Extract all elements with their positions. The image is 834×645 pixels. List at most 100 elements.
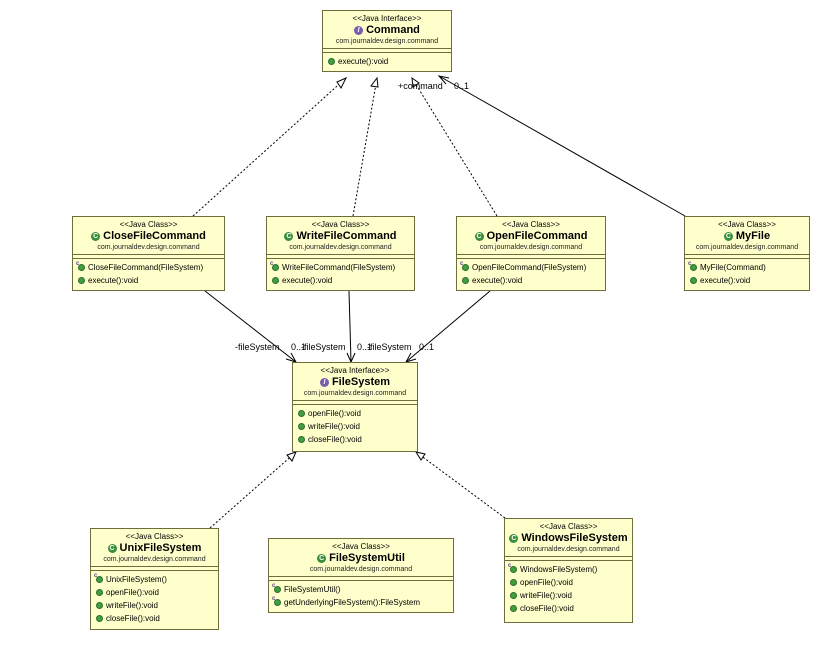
operation-item: WriteFileCommand(FileSystem) — [270, 258, 411, 274]
public-method-icon — [462, 277, 469, 284]
operation-item: openFile():void — [510, 576, 629, 589]
constructor-icon — [94, 570, 103, 583]
operation-item: WindowsFileSystem() — [508, 560, 629, 576]
operation-item: execute():void — [78, 274, 221, 287]
public-method-icon — [96, 615, 103, 622]
stereotype-label: <<Java Class>> — [119, 220, 178, 229]
association-openfilecommand-filesystem — [405, 290, 491, 363]
package-label: com.journaldev.design.command — [335, 38, 439, 45]
class-icon: C — [509, 534, 519, 543]
stereotype-label: <<Java Class>> — [311, 220, 370, 229]
operation-item: closeFile():void — [96, 612, 215, 625]
operation-item: UnixFileSystem() — [94, 570, 215, 586]
realization-openfilecommand-command — [411, 77, 498, 217]
realization-writefilecommand-command — [352, 77, 378, 217]
edge-label-command-role: +command — [398, 81, 443, 91]
static-method-icon — [272, 593, 281, 606]
operation-item: execute():void — [462, 274, 602, 287]
operation-item: openFile():void — [298, 407, 414, 420]
package-label: com.journaldev.design.command — [303, 390, 407, 397]
attributes-compartment — [323, 49, 451, 53]
edge-label-close-mult: 0..1 — [291, 342, 306, 352]
operations-compartment: UnixFileSystem() openFile():void writeFi… — [91, 570, 218, 627]
operation-item: closeFile():void — [298, 433, 414, 446]
realization-windowsfilesystem-filesystem — [415, 451, 506, 519]
operations-compartment: FileSystemUtil() getUnderlyingFileSystem… — [269, 580, 453, 611]
operations-compartment: WindowsFileSystem() openFile():void writ… — [505, 560, 632, 617]
package-label: com.journaldev.design.command — [309, 566, 413, 573]
class-icon: C — [723, 232, 733, 241]
attributes-compartment — [269, 577, 453, 581]
constructor-icon — [460, 258, 469, 271]
public-method-icon — [690, 277, 697, 284]
realization-arrowhead — [411, 76, 420, 88]
operations-compartment: openFile():void writeFile():void closeFi… — [293, 405, 417, 448]
public-method-icon — [272, 277, 279, 284]
realization-arrowhead — [336, 76, 348, 89]
public-method-icon — [328, 58, 335, 65]
operations-compartment: execute():void — [323, 53, 451, 70]
operations-compartment: OpenFileCommand(FileSystem) execute():vo… — [457, 258, 605, 289]
edge-label-open-role: -fileSystem — [367, 342, 412, 352]
public-method-icon — [78, 277, 85, 284]
association-myfile-command — [438, 75, 686, 217]
public-method-icon — [298, 436, 305, 443]
realization-arrowhead — [286, 451, 297, 462]
class-icon: C — [91, 232, 101, 241]
stereotype-label: <<Java Interface>> — [352, 14, 422, 23]
edge-label-write-role: -fileSystem — [301, 342, 346, 352]
package-label: com.journaldev.design.command — [97, 244, 200, 251]
edge-label-open-mult: 0..1 — [419, 342, 434, 352]
operations-compartment: CloseFileCommand(FileSystem) execute():v… — [73, 258, 224, 289]
operation-item: getUnderlyingFileSystem():FileSystem — [272, 593, 450, 609]
public-method-icon — [96, 589, 103, 596]
operations-compartment: WriteFileCommand(FileSystem) execute():v… — [267, 258, 414, 289]
operation-item: OpenFileCommand(FileSystem) — [460, 258, 602, 274]
operation-item: MyFile(Command) — [688, 258, 806, 274]
public-method-icon — [96, 602, 103, 609]
operation-item: execute():void — [690, 274, 806, 287]
edge-label-command-mult: 0..1 — [454, 81, 469, 91]
operation-item: writeFile():void — [510, 589, 629, 602]
stereotype-label: <<Java Class>> — [539, 522, 598, 531]
attributes-compartment — [505, 557, 632, 561]
attributes-compartment — [685, 255, 809, 259]
association-writefilecommand-filesystem — [348, 290, 352, 363]
constructor-icon — [76, 258, 85, 271]
operation-item: CloseFileCommand(FileSystem) — [76, 258, 221, 274]
association-closefilecommand-filesystem — [204, 290, 297, 363]
class-icon: C — [317, 554, 327, 563]
attributes-compartment — [91, 567, 218, 571]
operation-item: writeFile():void — [96, 599, 215, 612]
constructor-icon — [508, 560, 517, 573]
attributes-compartment — [267, 255, 414, 259]
interface-icon: I — [354, 26, 364, 35]
edge-label-write-mult: 0..1 — [357, 342, 372, 352]
constructor-icon — [270, 258, 279, 271]
operation-item: execute():void — [272, 274, 411, 287]
association-arrowhead — [437, 75, 450, 85]
package-label: com.journaldev.design.command — [479, 244, 583, 251]
package-label: com.journaldev.design.command — [517, 546, 620, 553]
